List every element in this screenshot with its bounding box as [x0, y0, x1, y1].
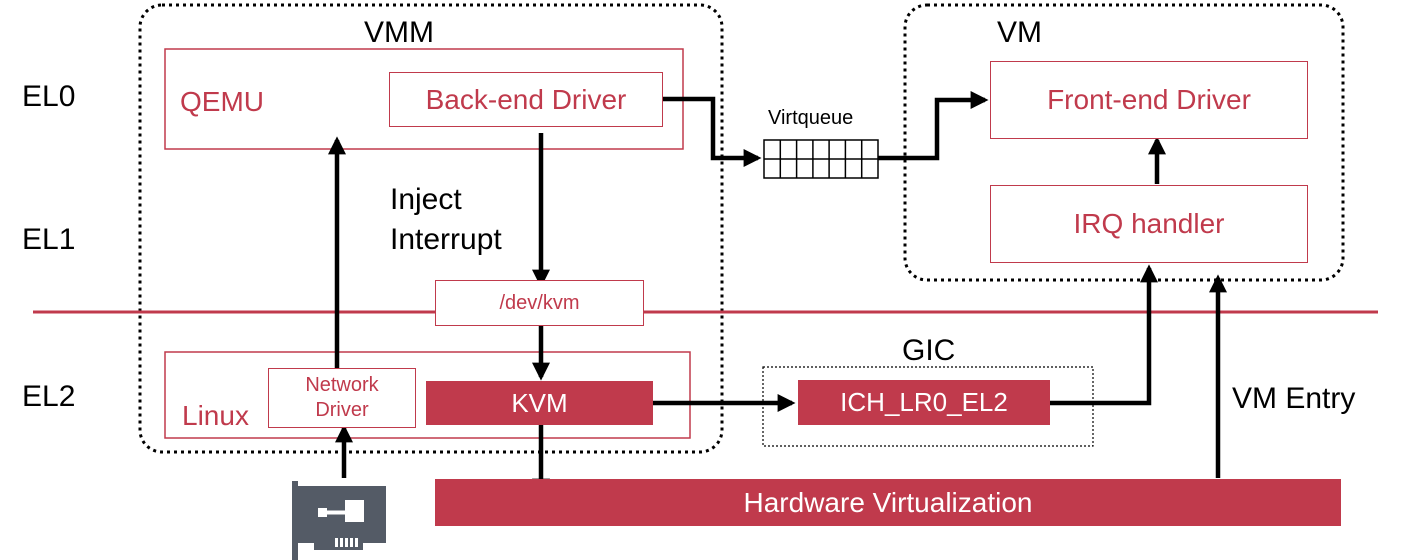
- network-driver-line2: Driver: [315, 399, 369, 421]
- hardware-virtualization-label: Hardware Virtualization: [743, 486, 1033, 518]
- kvm-label: KVM: [511, 387, 568, 418]
- vmm-title: VMM: [364, 16, 434, 49]
- el2-label: EL2: [22, 380, 76, 413]
- ich-lr0-el2-label: ICH_LR0_EL2: [840, 387, 1008, 417]
- frontend-driver-box: Front-end Driver: [990, 61, 1308, 139]
- backend-driver-label: Back-end Driver: [425, 83, 627, 115]
- vmm-container: [138, 3, 724, 454]
- backend-driver-box: Back-end Driver: [389, 72, 663, 127]
- frontend-driver-label: Front-end Driver: [1047, 84, 1251, 115]
- virtqueue-label: Virtqueue: [768, 107, 854, 129]
- vm-title: VM: [997, 16, 1042, 49]
- linux-box: [164, 351, 691, 439]
- qemu-label: QEMU: [180, 86, 264, 117]
- network-driver-line1: Network: [305, 374, 379, 396]
- hardware-virtualization-bar: Hardware Virtualization: [435, 479, 1341, 526]
- virtqueue-grid: [763, 139, 879, 179]
- irq-handler-label: IRQ handler: [1073, 208, 1225, 239]
- gic-container: [762, 366, 1094, 447]
- ich-lr0-el2-box: ICH_LR0_EL2: [798, 380, 1050, 425]
- inject-line2: Interrupt: [390, 223, 502, 256]
- devkvm-label: /dev/kvm: [499, 291, 580, 314]
- linux-label: Linux: [182, 400, 249, 431]
- devkvm-box: /dev/kvm: [435, 280, 644, 326]
- el0-label: EL0: [22, 80, 76, 113]
- network-driver-box: Network Driver: [268, 368, 416, 428]
- network-card-icon: [292, 481, 386, 560]
- vm-entry-label: VM Entry: [1232, 382, 1356, 415]
- arrow-gic-to-irq: [1050, 264, 1158, 406]
- inject-line1: Inject: [390, 183, 462, 216]
- el1-label: EL1: [22, 223, 76, 256]
- vm-container: [903, 3, 1345, 282]
- arrow-backend-to-virtqueue: [663, 96, 762, 167]
- inject-interrupt-label: Inject Interrupt: [390, 180, 502, 260]
- arrow-virtqueue-to-frontend: [878, 91, 989, 161]
- gic-title: GIC: [902, 334, 956, 367]
- irq-handler-box: IRQ handler: [990, 185, 1308, 263]
- kvm-box: KVM: [426, 381, 653, 425]
